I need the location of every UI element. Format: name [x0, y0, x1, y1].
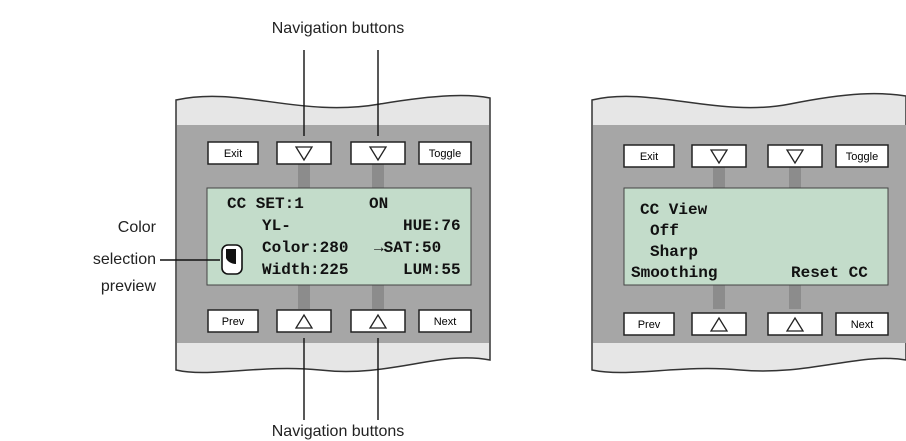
- down-arrow-icon: [368, 146, 388, 162]
- right-nav-up-button-1[interactable]: [691, 312, 747, 336]
- right-lcd-line3: Sharp: [650, 243, 698, 261]
- down-arrow-icon: [785, 149, 805, 165]
- right-lcd-line2: Off: [650, 222, 679, 240]
- left-lcd-screen: [206, 187, 472, 286]
- right-prev-button[interactable]: Prev: [623, 312, 675, 336]
- left-connector-top-1: [298, 164, 310, 188]
- right-connector-bottom-1: [713, 285, 725, 309]
- right-connector-top-2: [789, 164, 801, 188]
- left-lcd-line3-right: →SAT:50: [374, 239, 441, 257]
- callout-nav-bottom-label: Navigation buttons: [272, 423, 405, 440]
- right-exit-label: Exit: [640, 151, 658, 163]
- left-toggle-button[interactable]: Toggle: [418, 141, 472, 165]
- left-next-button[interactable]: Next: [418, 309, 472, 333]
- right-nav-down-button-2[interactable]: [767, 144, 823, 168]
- right-toggle-label: Toggle: [846, 151, 878, 163]
- right-lcd-screen: [623, 187, 889, 286]
- right-nav-up-button-2[interactable]: [767, 312, 823, 336]
- left-lcd-line2-right: HUE:76: [403, 217, 461, 235]
- left-nav-down-button-1[interactable]: [276, 141, 332, 165]
- left-toggle-label: Toggle: [429, 148, 461, 160]
- right-connector-top-1: [713, 164, 725, 188]
- left-connector-top-2: [372, 164, 384, 188]
- left-prev-button[interactable]: Prev: [207, 309, 259, 333]
- left-next-label: Next: [434, 316, 457, 328]
- left-exit-button[interactable]: Exit: [207, 141, 259, 165]
- callout-color-preview-line3: preview: [101, 278, 157, 295]
- right-prev-label: Prev: [638, 319, 661, 331]
- up-arrow-icon: [294, 313, 314, 329]
- color-preview-icon: [221, 244, 243, 275]
- right-lcd-line1: CC View: [640, 201, 708, 219]
- up-arrow-icon: [709, 316, 729, 332]
- left-lcd-line3-left: Color:280: [262, 239, 348, 257]
- right-remote-panel: Exit Toggle CC View Off Sharp Smoothing …: [591, 92, 906, 374]
- right-lcd-line4-right: Reset CC: [791, 264, 868, 282]
- left-connector-bottom-2: [372, 285, 384, 309]
- left-remote-panel: Exit Toggle CC SET:1 ON YL- HUE:76 Color…: [175, 94, 491, 374]
- right-toggle-button[interactable]: Toggle: [835, 144, 889, 168]
- right-exit-button[interactable]: Exit: [623, 144, 675, 168]
- callout-color-preview-line2: selection: [93, 251, 156, 268]
- callout-nav-top: Navigation buttons: [272, 20, 405, 136]
- left-lcd-line4-right: LUM:55: [403, 261, 461, 279]
- left-nav-up-button-1[interactable]: [276, 309, 332, 333]
- left-lcd-line4-left: Width:225: [262, 261, 348, 279]
- up-arrow-icon: [368, 313, 388, 329]
- callout-color-preview-line1: Color: [118, 219, 157, 236]
- left-connector-bottom-1: [298, 285, 310, 309]
- right-next-button[interactable]: Next: [835, 312, 889, 336]
- left-nav-up-button-2[interactable]: [350, 309, 406, 333]
- left-lcd-line1-left: CC SET:1: [227, 195, 304, 213]
- right-lcd-line4-left: Smoothing: [631, 264, 717, 282]
- up-arrow-icon: [785, 316, 805, 332]
- callout-nav-top-label: Navigation buttons: [272, 20, 405, 37]
- down-arrow-icon: [709, 149, 729, 165]
- left-lcd-line1-right: ON: [369, 195, 388, 213]
- down-arrow-icon: [294, 146, 314, 162]
- right-connector-bottom-2: [789, 285, 801, 309]
- left-exit-label: Exit: [224, 148, 242, 160]
- left-nav-down-button-2[interactable]: [350, 141, 406, 165]
- left-prev-label: Prev: [222, 316, 245, 328]
- callout-nav-bottom: Navigation buttons: [272, 338, 405, 440]
- right-nav-down-button-1[interactable]: [691, 144, 747, 168]
- callout-color-preview: Color selection preview: [93, 219, 220, 295]
- left-lcd-line2-left: YL-: [262, 217, 291, 235]
- right-next-label: Next: [851, 319, 874, 331]
